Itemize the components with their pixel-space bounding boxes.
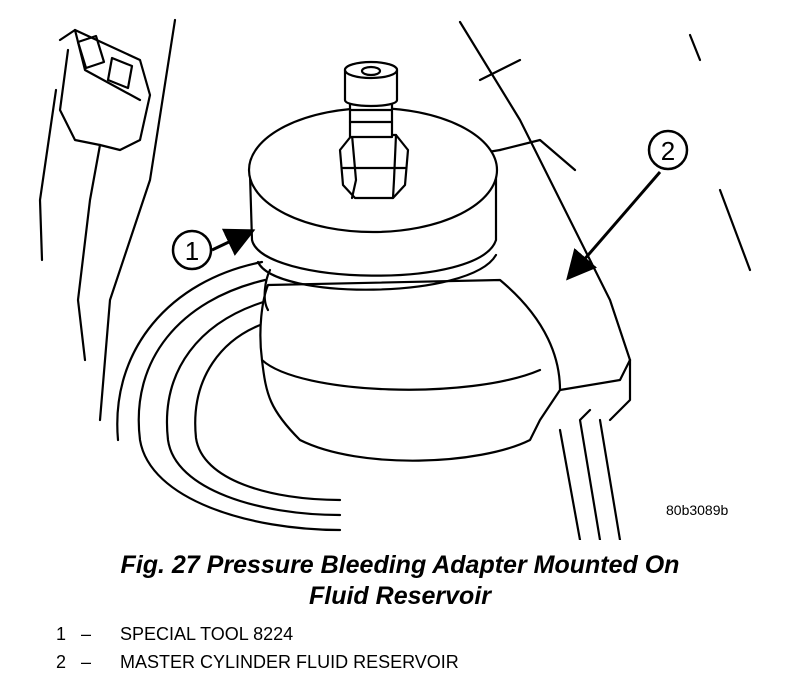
callout-2: 2 xyxy=(566,129,689,281)
legend-item-2: 2 – MASTER CYLINDER FLUID RESERVOIR xyxy=(56,648,459,676)
legend: 1 – SPECIAL TOOL 8224 2 – MASTER CYLINDE… xyxy=(56,620,459,676)
legend-dash: – xyxy=(81,652,92,672)
legend-number: 2 xyxy=(56,652,67,672)
callout-1: 1 xyxy=(171,228,256,271)
legend-item-1: 1 – SPECIAL TOOL 8224 xyxy=(56,620,459,648)
caption-line-2: Fluid Reservoir xyxy=(309,582,491,610)
caption-line-1: Fig. 27 Pressure Bleeding Adapter Mounte… xyxy=(120,551,680,579)
hose-fitting xyxy=(38,28,152,362)
legend-text: SPECIAL TOOL 8224 xyxy=(120,624,294,644)
legend-number: 1 xyxy=(56,624,67,644)
special-tool-adapter xyxy=(247,60,562,462)
figure-code: 80b3089b xyxy=(666,502,729,518)
callout-2-label: 2 xyxy=(661,136,675,166)
callout-1-label: 1 xyxy=(185,236,199,266)
diagram-illustration: 1 2 xyxy=(38,18,752,540)
legend-text: MASTER CYLINDER FLUID RESERVOIR xyxy=(120,652,459,672)
legend-dash: – xyxy=(81,624,92,644)
figure-caption: Fig. 27 Pressure Bleeding Adapter Mounte… xyxy=(40,550,760,612)
reservoir-hose-loop xyxy=(116,260,342,532)
reservoir-background xyxy=(98,18,752,540)
